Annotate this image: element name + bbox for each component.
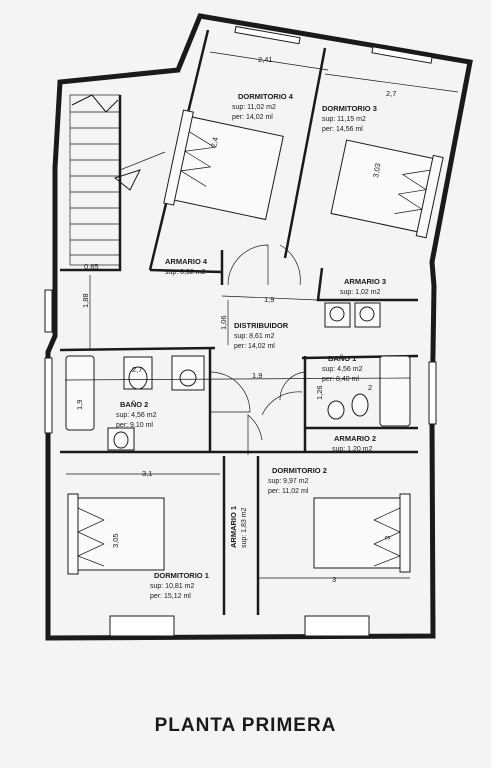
room-per: per: 14,56 ml [322, 126, 363, 133]
bathtub-bano-1 [379, 355, 411, 427]
window-left-bath [44, 357, 53, 434]
dim-3-03: 3,03 [371, 162, 382, 178]
room-name: ARMARIO 4 [165, 257, 208, 266]
room-sup: sup: 1,83 m2 [241, 507, 248, 548]
room-name: BAÑO 2 [120, 400, 148, 409]
window-top-left [234, 25, 301, 45]
dim-2-41: 2,41 [258, 55, 273, 64]
room-sup: sup: 10,81 m2 [150, 583, 194, 590]
room-sup: sup: 1,20 m2 [332, 446, 373, 453]
room-per: per: 14,02 ml [234, 343, 275, 350]
room-per: per: 8,40 ml [322, 376, 359, 383]
room-name: DORMITORIO 3 [322, 104, 377, 113]
dim-2-7-bano: 2,7 [132, 365, 142, 374]
room-armario-2: ARMARIO 2 sup: 1,20 m2 [332, 434, 376, 453]
dim-1-9-bano: 1,9 [75, 400, 84, 410]
room-distribuidor: DISTRIBUIDOR sup: 8,61 m2 per: 14,02 ml [234, 321, 289, 350]
room-dormitorio-1: DORMITORIO 1 sup: 10,81 m2 per: 15,12 ml [150, 571, 209, 600]
room-per: per: 9,10 ml [116, 422, 153, 429]
dim-1-26: 1,26 [315, 385, 324, 400]
dim-0-85: 0,85 [84, 262, 99, 271]
window-bottom-left [109, 615, 175, 637]
room-name: ARMARIO 3 [344, 277, 386, 286]
room-per: per: 11,02 ml [268, 488, 309, 495]
dim-3-1: 3,1 [142, 469, 152, 478]
room-sup: sup: 4,56 m2 [322, 366, 363, 373]
dim-1-06: 1,06 [219, 315, 228, 330]
room-sup: sup: 11,02 m2 [232, 104, 276, 111]
dim-1-88: 1,88 [81, 293, 90, 308]
room-name: DORMITORIO 1 [154, 571, 209, 580]
dim-1-9-mid: 1,9 [252, 371, 262, 380]
dimension-lines [60, 51, 459, 579]
room-armario-3: ARMARIO 3 sup: 1,02 m2 [340, 277, 386, 296]
outer-walls [45, 13, 473, 641]
room-dormitorio-2: DORMITORIO 2 sup: 9,97 m2 per: 11,02 ml [268, 466, 327, 495]
window-top-right [371, 46, 433, 64]
staircase [69, 94, 166, 266]
dimension-labels: 2,41 2,7 2,4 3,03 0,85 1,88 1,9 1,06 1,9… [75, 55, 396, 584]
bano-1-fixtures [324, 302, 411, 427]
dim-2-4: 2,4 [209, 136, 220, 148]
room-name: DORMITORIO 2 [272, 466, 327, 475]
room-name: ARMARIO 2 [334, 434, 376, 443]
dim-2: 2 [368, 383, 372, 392]
room-dormitorio-4: DORMITORIO 4 sup: 11,02 m2 per: 14,02 ml [232, 92, 294, 121]
doors [209, 244, 306, 455]
room-sup: sup: 8,61 m2 [234, 333, 275, 340]
room-armario-4: ARMARIO 4 sup: 0,92 m2 [165, 257, 208, 276]
room-sup: sup: 9,97 m2 [268, 478, 309, 485]
room-sup: sup: 1,02 m2 [340, 289, 381, 296]
room-name: ARMARIO 1 [229, 506, 238, 548]
room-sup: sup: 4,56 m2 [116, 412, 157, 419]
room-sup: sup: 0,92 m2 [165, 269, 206, 276]
bed-dormitorio-4 [163, 109, 284, 221]
dim-1-9-top: 1,9 [264, 295, 274, 304]
dim-3-05: 3,05 [111, 533, 120, 548]
room-per: per: 14,02 ml [232, 114, 273, 121]
room-per: per: 15,12 ml [150, 593, 191, 600]
window-bottom-right [304, 615, 370, 637]
dim-3-bottom: 3 [332, 575, 336, 584]
toilet-bano-1 [327, 400, 345, 420]
dim-3-right: 3 [383, 536, 392, 540]
bed-dormitorio-1 [67, 493, 165, 575]
bed-dormitorio-3 [330, 139, 444, 239]
room-name: BAÑO 1 [328, 354, 356, 363]
bidet-bano-1 [351, 393, 369, 417]
window-left [44, 289, 53, 333]
room-name: DORMITORIO 4 [238, 92, 294, 101]
windows [44, 25, 437, 637]
bed-dormitorio-2 [313, 493, 411, 573]
room-armario-1: ARMARIO 1 sup: 1,83 m2 [229, 506, 248, 548]
room-dormitorio-3: DORMITORIO 3 sup: 11,15 m2 per: 14,56 ml [322, 104, 377, 133]
bano-2-fixtures [65, 355, 205, 451]
bathtub-bano-2 [65, 355, 95, 431]
room-bano-2: BAÑO 2 sup: 4,56 m2 per: 9,10 ml [116, 400, 157, 429]
room-sup: sup: 11,15 m2 [322, 116, 366, 123]
window-right-bath [428, 361, 437, 425]
dim-2-7: 2,7 [386, 89, 396, 98]
room-bano-1: BAÑO 1 sup: 4,56 m2 per: 8,40 ml [322, 354, 363, 383]
plan-title: PLANTA PRIMERA [154, 715, 337, 736]
room-name: DISTRIBUIDOR [234, 321, 289, 330]
